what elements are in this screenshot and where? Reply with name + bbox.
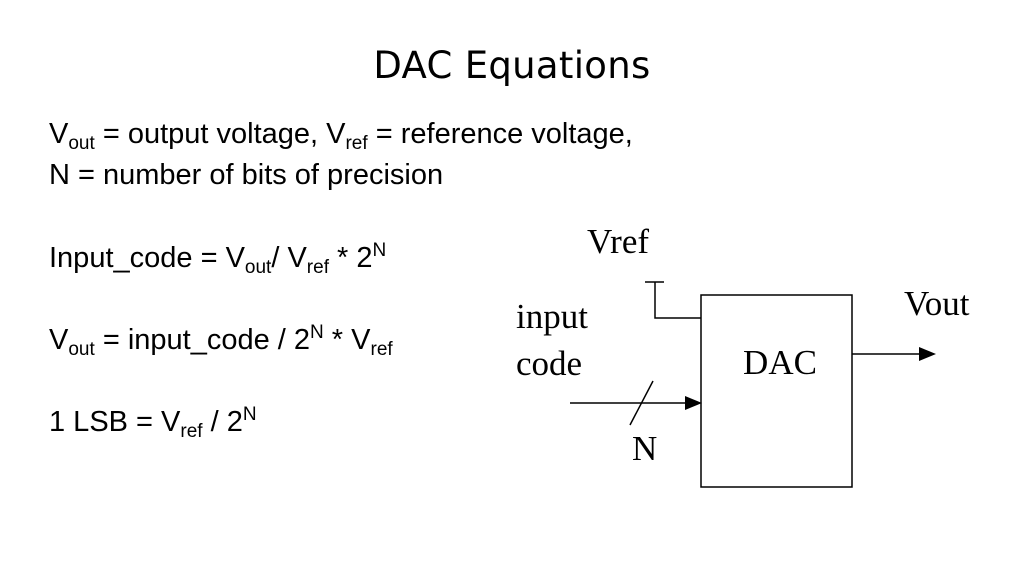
input-label-line1: input	[516, 297, 588, 336]
vout-arrowhead	[919, 347, 936, 361]
text-segment: = output voltage,	[94, 118, 327, 150]
subscript: out	[68, 133, 95, 154]
equation-vout: Vout = input_code / 2N * Vref	[49, 322, 393, 360]
subscript: ref	[345, 133, 368, 154]
text-segment: 1 LSB = V	[49, 406, 181, 438]
definition-line-1: Vout = output voltage, Vref = reference …	[49, 117, 633, 154]
text-segment: / V	[271, 242, 307, 274]
text-segment: * V	[323, 324, 371, 356]
superscript: N	[372, 240, 387, 261]
vout-label: Vout	[904, 284, 970, 323]
input-label-line2: code	[516, 344, 582, 383]
definition-line-2: N = number of bits of precision	[49, 159, 444, 191]
input-arrowhead	[685, 396, 702, 410]
dac-block-label: DAC	[743, 343, 817, 382]
subscript: ref	[370, 339, 393, 360]
text-segment: V	[49, 324, 69, 356]
vref-label: Vref	[587, 222, 649, 261]
text-segment: * 2	[328, 242, 373, 274]
text-segment: V	[49, 118, 69, 150]
subscript: out	[68, 339, 95, 360]
text-segment: V	[326, 118, 346, 150]
subscript: ref	[180, 421, 203, 442]
slide-title: DAC Equations	[373, 44, 651, 87]
text-segment: = input_code / 2	[94, 324, 311, 356]
vref-wire	[654, 282, 701, 319]
bus-width-slash	[629, 380, 654, 426]
subscript: ref	[306, 257, 329, 278]
bus-width-label: N	[632, 429, 657, 468]
text-segment: / 2	[202, 406, 243, 438]
superscript: N	[310, 322, 324, 343]
text-segment: Input_code = V	[49, 242, 245, 274]
equation-lsb: 1 LSB = Vref / 2N	[49, 404, 257, 442]
equation-input-code: Input_code = Vout/ Vref * 2N	[49, 240, 387, 278]
dac-block	[700, 294, 853, 488]
subscript: out	[244, 257, 272, 278]
text-segment: = reference voltage,	[367, 118, 633, 150]
superscript: N	[242, 404, 257, 425]
